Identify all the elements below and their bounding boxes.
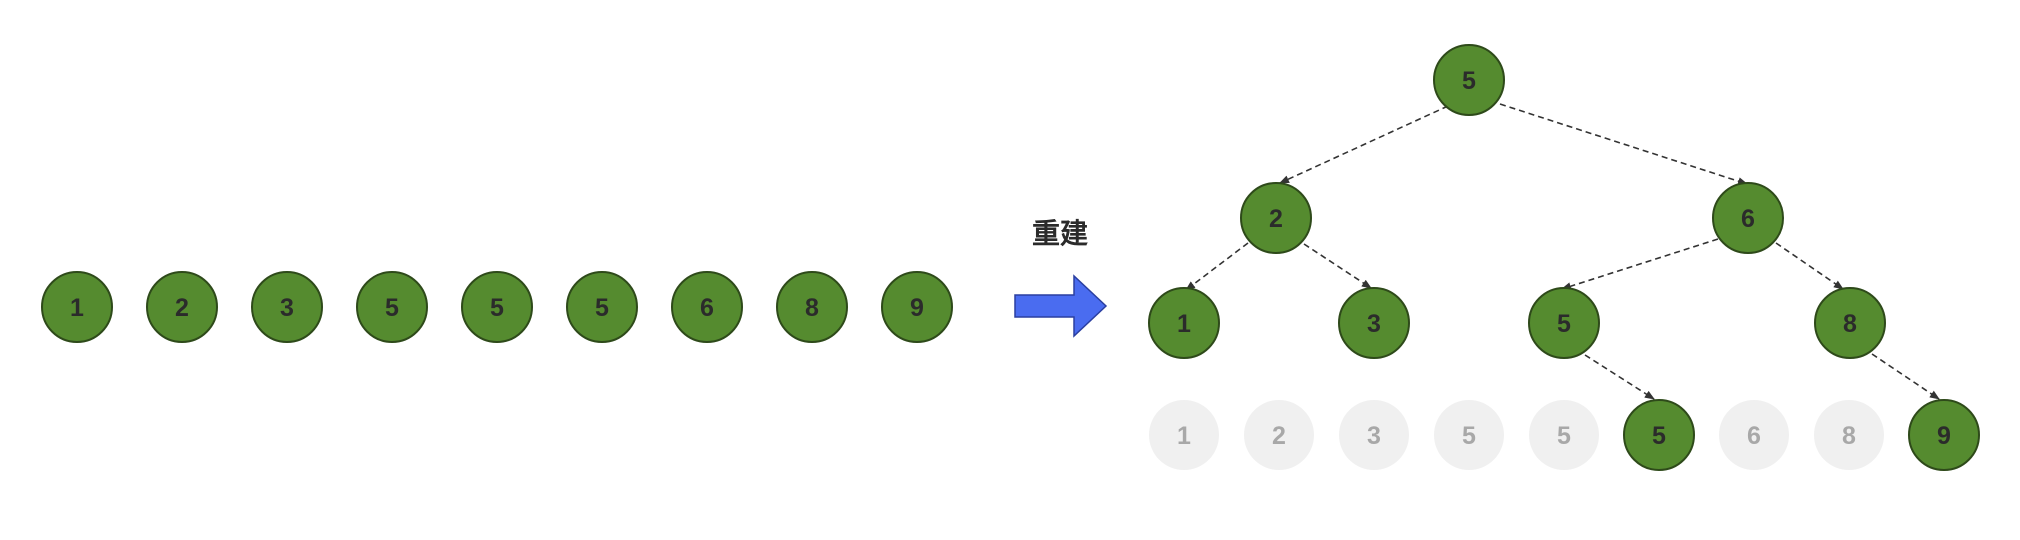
bottom-array-label: 3 bbox=[1367, 422, 1381, 450]
heap-tree: 5 2 6 1 3 5 8 bbox=[1148, 44, 1886, 359]
bottom-array-label: 1 bbox=[1177, 422, 1191, 450]
tree-node-label: 3 bbox=[1367, 310, 1381, 338]
input-node: 5 bbox=[461, 271, 533, 343]
input-node: 2 bbox=[146, 271, 218, 343]
bottom-array-label: 5 bbox=[1462, 422, 1476, 450]
bottom-array-node: 6 bbox=[1719, 400, 1789, 470]
bottom-array-label: 6 bbox=[1747, 422, 1761, 450]
tree-node-label: 8 bbox=[1843, 310, 1857, 338]
bottom-array-node: 2 bbox=[1244, 400, 1314, 470]
input-node-label: 5 bbox=[595, 294, 609, 322]
edge-6-to-8 bbox=[1775, 242, 1844, 290]
input-node: 5 bbox=[356, 271, 428, 343]
right-arrow-icon bbox=[1014, 274, 1108, 338]
edge-root-to-6 bbox=[1499, 103, 1748, 186]
edge-6-to-5 bbox=[1561, 238, 1719, 291]
bottom-array: 1 2 3 5 5 5 6 bbox=[1149, 399, 1980, 471]
bottom-array-node: 3 bbox=[1339, 400, 1409, 470]
bottom-array-node-highlighted: 5 bbox=[1623, 399, 1695, 471]
bottom-array-label: 5 bbox=[1557, 422, 1571, 450]
input-node-label: 5 bbox=[490, 294, 504, 322]
input-node: 1 bbox=[41, 271, 113, 343]
bottom-array-node: 5 bbox=[1529, 400, 1599, 470]
edge-2-to-1 bbox=[1185, 242, 1249, 291]
input-node-label: 5 bbox=[385, 294, 399, 322]
tree-node: 1 bbox=[1148, 287, 1220, 359]
input-node: 5 bbox=[566, 271, 638, 343]
tree-node-label: 2 bbox=[1269, 205, 1283, 233]
input-node-label: 1 bbox=[70, 294, 84, 322]
tree-node-label: 6 bbox=[1741, 205, 1755, 233]
tree-node-label: 5 bbox=[1557, 310, 1571, 338]
edge-5-to-5 bbox=[1584, 354, 1655, 400]
input-node: 3 bbox=[251, 271, 323, 343]
bottom-array-label: 9 bbox=[1937, 422, 1951, 450]
tree-node: 5 bbox=[1528, 287, 1600, 359]
tree-node-label: 1 bbox=[1177, 310, 1191, 338]
bottom-array-node: 1 bbox=[1149, 400, 1219, 470]
input-node-label: 8 bbox=[805, 294, 819, 322]
input-node-label: 3 bbox=[280, 294, 294, 322]
tree-node: 2 bbox=[1240, 182, 1312, 254]
rebuild-caption: 重建 bbox=[1032, 217, 1088, 250]
bottom-array-label: 2 bbox=[1272, 422, 1286, 450]
input-node: 9 bbox=[881, 271, 953, 343]
tree-node: 3 bbox=[1338, 287, 1410, 359]
bottom-array-node: 5 bbox=[1434, 400, 1504, 470]
input-node-label: 9 bbox=[910, 294, 924, 322]
tree-node: 6 bbox=[1712, 182, 1784, 254]
input-node-label: 6 bbox=[700, 294, 714, 322]
edge-8-to-9 bbox=[1871, 353, 1940, 400]
input-array: 1 2 3 5 5 5 6 bbox=[41, 271, 953, 343]
tree-node-label: 5 bbox=[1462, 67, 1476, 95]
edge-root-to-2 bbox=[1279, 105, 1449, 184]
bottom-array-label: 8 bbox=[1842, 422, 1856, 450]
bottom-array-node-highlighted: 9 bbox=[1908, 399, 1980, 471]
input-node-label: 2 bbox=[175, 294, 189, 322]
tree-root-node: 5 bbox=[1433, 44, 1505, 116]
input-node: 8 bbox=[776, 271, 848, 343]
bottom-array-node: 8 bbox=[1814, 400, 1884, 470]
tree-edges bbox=[1185, 103, 1940, 400]
input-node: 6 bbox=[671, 271, 743, 343]
bottom-array-label: 5 bbox=[1652, 422, 1666, 450]
edge-2-to-3 bbox=[1303, 243, 1372, 289]
tree-node: 8 bbox=[1814, 287, 1886, 359]
